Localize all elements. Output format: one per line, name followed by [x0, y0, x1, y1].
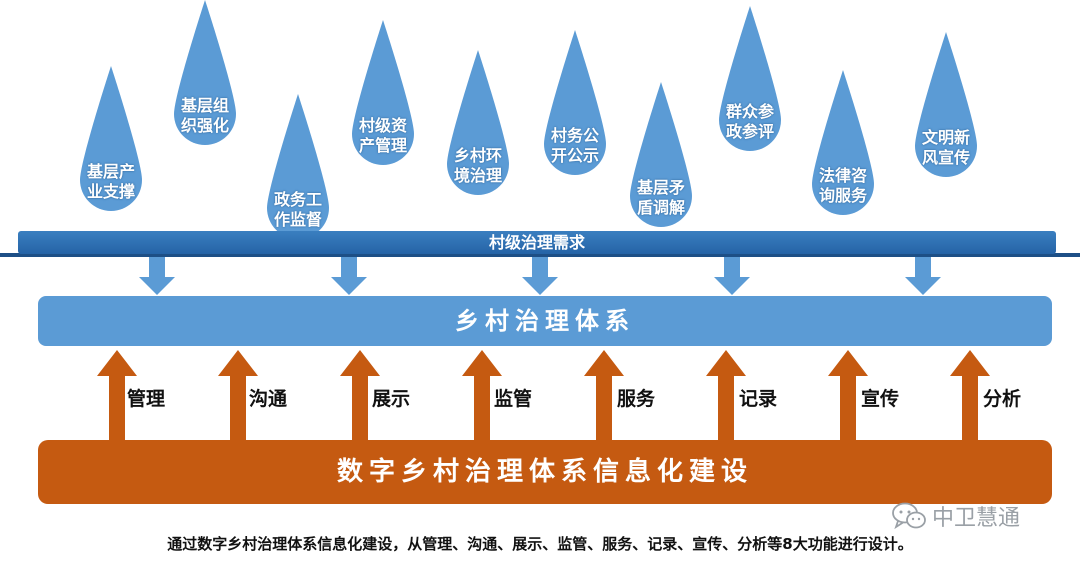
drop-shape-icon — [447, 50, 509, 195]
function-label-display: 展示 — [372, 388, 411, 410]
down-arrow-icon — [139, 257, 175, 295]
function-label-management: 管理 — [127, 388, 166, 410]
down-arrow-icon — [331, 257, 367, 295]
drop-label: 文明新 风宣传 — [921, 128, 970, 167]
drop-label: 群众参 政参评 — [725, 102, 774, 141]
up-arrow-icon — [584, 350, 624, 442]
drop-organization: 基层组 织强化 — [170, 0, 240, 150]
drop-environment: 乡村环 境治理 — [443, 50, 513, 200]
drop-public-participation: 群众参 政参评 — [715, 6, 785, 156]
up-arrow-icon — [828, 350, 868, 442]
drop-label: 乡村环 境治理 — [453, 146, 502, 185]
drop-label: 村级资 产管理 — [358, 116, 407, 155]
drop-shape-icon — [352, 20, 414, 165]
drop-conflict-mediation: 基层矛 盾调解 — [626, 82, 696, 232]
drop-asset-management: 村级资 产管理 — [348, 20, 418, 170]
up-arrow-icon — [218, 350, 258, 442]
drop-government-supervision: 政务工 作监督 — [263, 94, 333, 244]
informatization-bar: 数字乡村治理体系信息化建设 — [38, 440, 1052, 504]
drop-label: 基层产 业支撑 — [86, 162, 135, 201]
function-label-record: 记录 — [739, 388, 778, 410]
drop-civilization: 文明新 风宣传 — [911, 32, 981, 182]
drop-public-affairs: 村务公 开公示 — [540, 30, 610, 180]
up-arrow-icon — [340, 350, 380, 442]
governance-system-label: 乡村治理体系 — [455, 307, 635, 335]
drop-shape-icon — [630, 82, 692, 227]
function-label-service: 服务 — [617, 388, 656, 410]
up-arrow-icon — [97, 350, 137, 442]
drop-shape-icon — [812, 70, 874, 215]
drop-shape-icon — [719, 6, 781, 151]
down-arrow-icon — [905, 257, 941, 295]
governance-system-bar: 乡村治理体系 — [38, 296, 1052, 346]
drop-legal-service: 法律咨 询服务 — [808, 70, 878, 220]
drop-shape-icon — [174, 0, 236, 145]
drop-label: 政务工 作监督 — [273, 190, 322, 229]
function-label-communication: 沟通 — [249, 388, 288, 410]
demand-underline — [0, 253, 1080, 257]
down-arrow-icon — [714, 257, 750, 295]
function-label-analysis: 分析 — [983, 388, 1022, 410]
drop-shape-icon — [915, 32, 977, 177]
demand-label: 村级治理需求 — [488, 233, 585, 252]
drop-label: 法律咨 询服务 — [818, 166, 867, 205]
wechat-icon — [892, 502, 926, 530]
up-arrow-icon — [462, 350, 502, 442]
drop-industry-support: 基层产 业支撑 — [76, 66, 146, 216]
watermark-text: 中卫慧通 — [932, 506, 1021, 531]
down-arrow-icon — [522, 257, 558, 295]
drop-shape-icon — [80, 66, 142, 211]
watermark: 中卫慧通 — [892, 502, 1021, 531]
demand-bar: 村级治理需求 — [18, 231, 1056, 254]
caption: 通过数字乡村治理体系信息化建设，从管理、沟通、展示、监管、服务、记录、宣传、分析… — [167, 535, 913, 553]
informatization-label: 数字乡村治理体系信息化建设 — [336, 457, 753, 487]
function-label-supervision: 监管 — [494, 388, 533, 410]
drop-label: 村务公 开公示 — [550, 126, 599, 165]
drop-label: 基层组 织强化 — [180, 96, 229, 135]
up-arrow-icon — [950, 350, 990, 442]
function-label-publicity: 宣传 — [861, 388, 900, 410]
up-arrow-icon — [706, 350, 746, 442]
drop-shape-icon — [267, 94, 329, 239]
drop-label: 基层矛 盾调解 — [636, 178, 685, 217]
drop-shape-icon — [544, 30, 606, 175]
